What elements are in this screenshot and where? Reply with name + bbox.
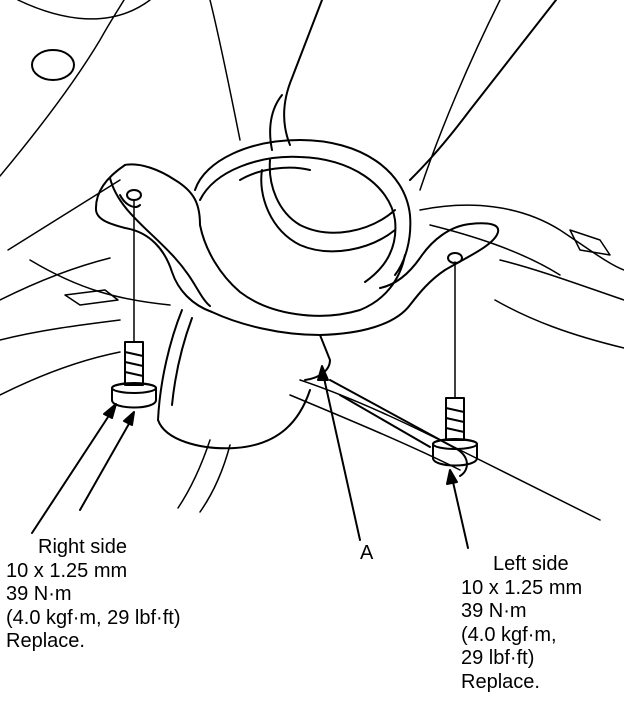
center-bearing-bracket [94, 139, 500, 450]
left-side-torque-alt-1: (4.0 kgf·m, [461, 623, 557, 646]
left-side-spec: Left side 10 x 1.25 mm 39 N·m (4.0 kgf·m… [461, 553, 582, 694]
body-hole [31, 49, 75, 81]
vehicle-body-outline [0, 0, 624, 521]
right-side-arrows [31, 403, 135, 534]
right-side-title: Right side [38, 536, 127, 558]
arrow-head [123, 411, 135, 426]
left-side-torque: 39 N·m [461, 600, 527, 622]
arrow-head [317, 365, 329, 381]
right-side-replace: Replace. [6, 630, 85, 652]
right-side-torque-alt: (4.0 kgf·m, 29 lbf·ft) [6, 606, 181, 629]
right-side-torque: 39 N·m [6, 583, 72, 605]
left-side-torque-alt-2: 29 lbf·ft) [461, 647, 535, 669]
arrow-head [103, 403, 117, 419]
right-side-spec: Right side 10 x 1.25 mm 39 N·m (4.0 kgf·… [6, 536, 181, 654]
left-side-replace: Replace. [461, 670, 540, 693]
left-bolt [432, 261, 478, 467]
right-side-bolt-size: 10 x 1.25 mm [6, 559, 128, 582]
callout-a: A [360, 542, 374, 564]
right-bolt [111, 199, 157, 409]
left-side-bolt-size: 10 x 1.25 mm [461, 576, 583, 599]
left-side-arrow [446, 469, 469, 549]
label-a-arrow [317, 365, 361, 541]
left-side-title: Left side [493, 553, 569, 575]
arrow-head [446, 469, 458, 485]
